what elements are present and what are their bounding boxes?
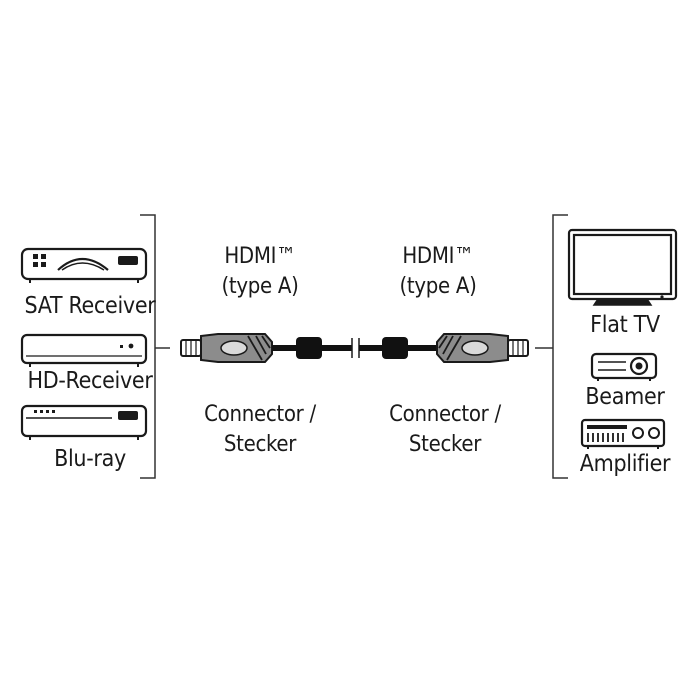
right-connector-label: Connector / Stecker [370,400,520,460]
cable-break-mark [351,338,360,358]
right-connector-line1: Connector / [389,402,501,427]
source-label-bluray: Blu-ray [54,446,126,472]
target-bracket [535,214,568,479]
right-hdmi-type-label: HDMI™ (type A) [368,242,508,302]
right-ferrite [382,337,408,359]
source-bracket [140,214,170,479]
projector-icon [590,352,658,381]
flat-tv-icon [567,228,678,306]
source-label-sat-receiver: SAT Receiver [24,293,156,319]
left-plug-tip [180,339,202,357]
right-connector-line2: Stecker [408,432,482,457]
left-hdmi-line2: (type A) [221,274,299,299]
left-hdmi-line1: HDMI™ [224,244,296,269]
bluray-player-icon [20,404,148,440]
left-connector-label: Connector / Stecker [185,400,335,460]
right-hdmi-line2: (type A) [399,274,477,299]
left-connector-body [200,333,273,363]
left-ferrite [296,337,322,359]
sat-receiver-icon [20,247,148,283]
hdmi-cable [180,333,529,363]
amplifier-icon [580,418,666,449]
left-hdmi-type-label: HDMI™ (type A) [190,242,330,302]
right-connector-body [436,333,509,363]
source-label-hd-receiver: HD-Receiver [27,368,153,394]
target-label-flat-tv: Flat TV [590,312,660,338]
right-hdmi-line1: HDMI™ [402,244,474,269]
target-label-amplifier: Amplifier [579,451,671,477]
target-label-beamer: Beamer [585,384,665,410]
left-connector-line1: Connector / [204,402,316,427]
left-connector-line2: Stecker [223,432,297,457]
hd-receiver-icon [20,333,148,367]
right-plug-tip [507,339,529,357]
